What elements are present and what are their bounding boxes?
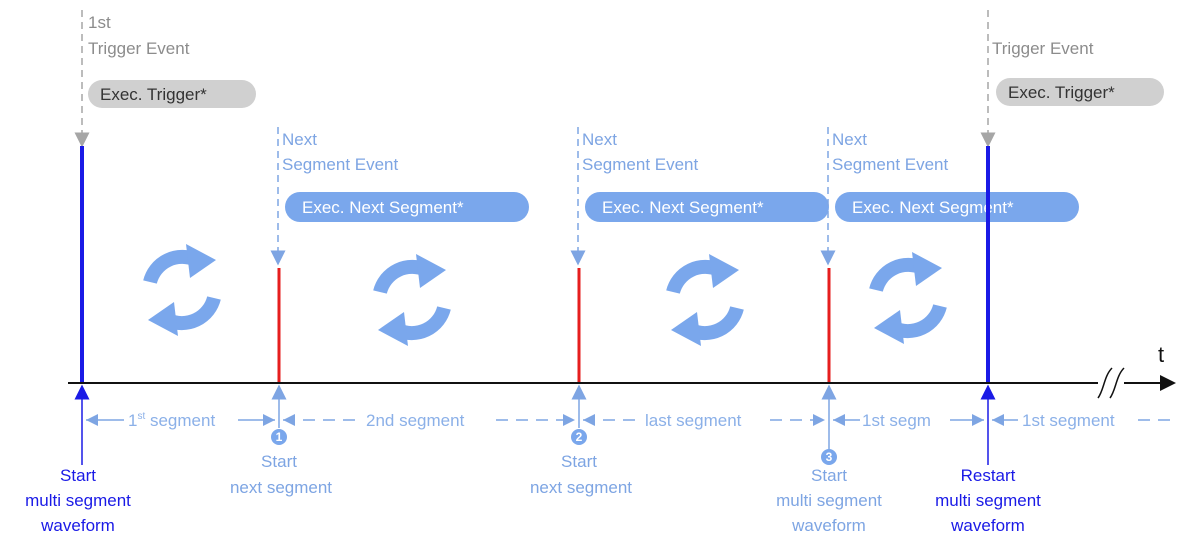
exec-next-segment-pill xyxy=(285,192,529,222)
trigger-event-2: Trigger Event Exec. Trigger* xyxy=(980,10,1164,148)
exec-next-segment-label: Exec. Next Segment* xyxy=(852,198,1014,217)
loop-icon xyxy=(671,254,739,346)
exec-trigger-label: Exec. Trigger* xyxy=(100,85,207,104)
marker-badge-2: 2 xyxy=(571,429,587,445)
svg-text:waveform: waveform xyxy=(950,516,1025,535)
label-start-next-2: Start next segment xyxy=(530,452,632,497)
trigger-event-1: 1st Trigger Event Exec. Trigger* xyxy=(74,10,256,148)
svg-text:Restart: Restart xyxy=(961,466,1016,485)
exec-next-segment-label: Exec. Next Segment* xyxy=(602,198,764,217)
svg-text:Start: Start xyxy=(561,452,597,471)
svg-text:next segment: next segment xyxy=(230,478,332,497)
time-axis: t xyxy=(68,342,1176,399)
svg-text:next segment: next segment xyxy=(530,478,632,497)
svg-text:multi segment: multi segment xyxy=(935,491,1041,510)
axis-break-icon xyxy=(1109,367,1125,399)
axis-arrowhead xyxy=(1160,375,1176,391)
segment-5-label: 1st segment xyxy=(1022,411,1115,430)
trigger-label: Trigger Event xyxy=(992,39,1094,58)
exec-trigger-pill xyxy=(88,80,256,108)
next-label-2: Segment Event xyxy=(582,155,699,174)
svg-text:multi segment: multi segment xyxy=(776,491,882,510)
next-label-1: Next xyxy=(832,130,867,149)
svg-text:2: 2 xyxy=(576,430,583,444)
segment-4-label: 1st segm xyxy=(862,411,931,430)
label-start-multi-2: Start multi segment waveform xyxy=(776,466,882,535)
svg-text:multi segment: multi segment xyxy=(25,491,131,510)
loop-icon xyxy=(148,244,216,336)
svg-text:Start: Start xyxy=(60,466,96,485)
next-label-2: Segment Event xyxy=(282,155,399,174)
label-start-multi: Start multi segment waveform xyxy=(25,466,131,535)
segment-dimensions: 1st segment 2nd segment last segment 1st… xyxy=(86,411,1172,430)
marker-badge-3: 3 xyxy=(821,449,837,465)
svg-text:3: 3 xyxy=(826,450,833,464)
next-segment-event-1: Next Segment Event Exec. Next Segment* xyxy=(270,127,529,266)
trigger-label-2: Trigger Event xyxy=(88,39,190,58)
next-segment-event-3: Next Segment Event Exec. Next Segment* xyxy=(820,127,1079,266)
next-segment-event-2: Next Segment Event Exec. Next Segment* xyxy=(570,127,829,266)
exec-next-segment-pill xyxy=(835,192,1079,222)
axis-break-icon xyxy=(1097,367,1113,399)
segment-2-label: 2nd segment xyxy=(366,411,465,430)
exec-next-segment-label: Exec. Next Segment* xyxy=(302,198,464,217)
segment-3-label: last segment xyxy=(645,411,742,430)
marker-badge-1: 1 xyxy=(271,429,287,445)
svg-text:waveform: waveform xyxy=(40,516,115,535)
next-label-2: Segment Event xyxy=(832,155,949,174)
segment-1-label: 1st segment xyxy=(128,411,215,430)
exec-trigger-label: Exec. Trigger* xyxy=(1008,83,1115,102)
axis-label: t xyxy=(1158,342,1164,367)
trigger-label-1: 1st xyxy=(88,13,111,32)
next-label-1: Next xyxy=(282,130,317,149)
svg-text:Start: Start xyxy=(261,452,297,471)
svg-text:1: 1 xyxy=(276,430,283,444)
next-label-1: Next xyxy=(582,130,617,149)
exec-trigger-pill xyxy=(996,78,1164,106)
svg-text:Start: Start xyxy=(811,466,847,485)
label-start-next-1: Start next segment xyxy=(230,452,332,497)
loop-icon xyxy=(874,252,942,344)
loop-icon xyxy=(378,254,446,346)
exec-next-segment-pill xyxy=(585,192,829,222)
svg-text:waveform: waveform xyxy=(791,516,866,535)
label-restart-multi: Restart multi segment waveform xyxy=(935,466,1041,535)
